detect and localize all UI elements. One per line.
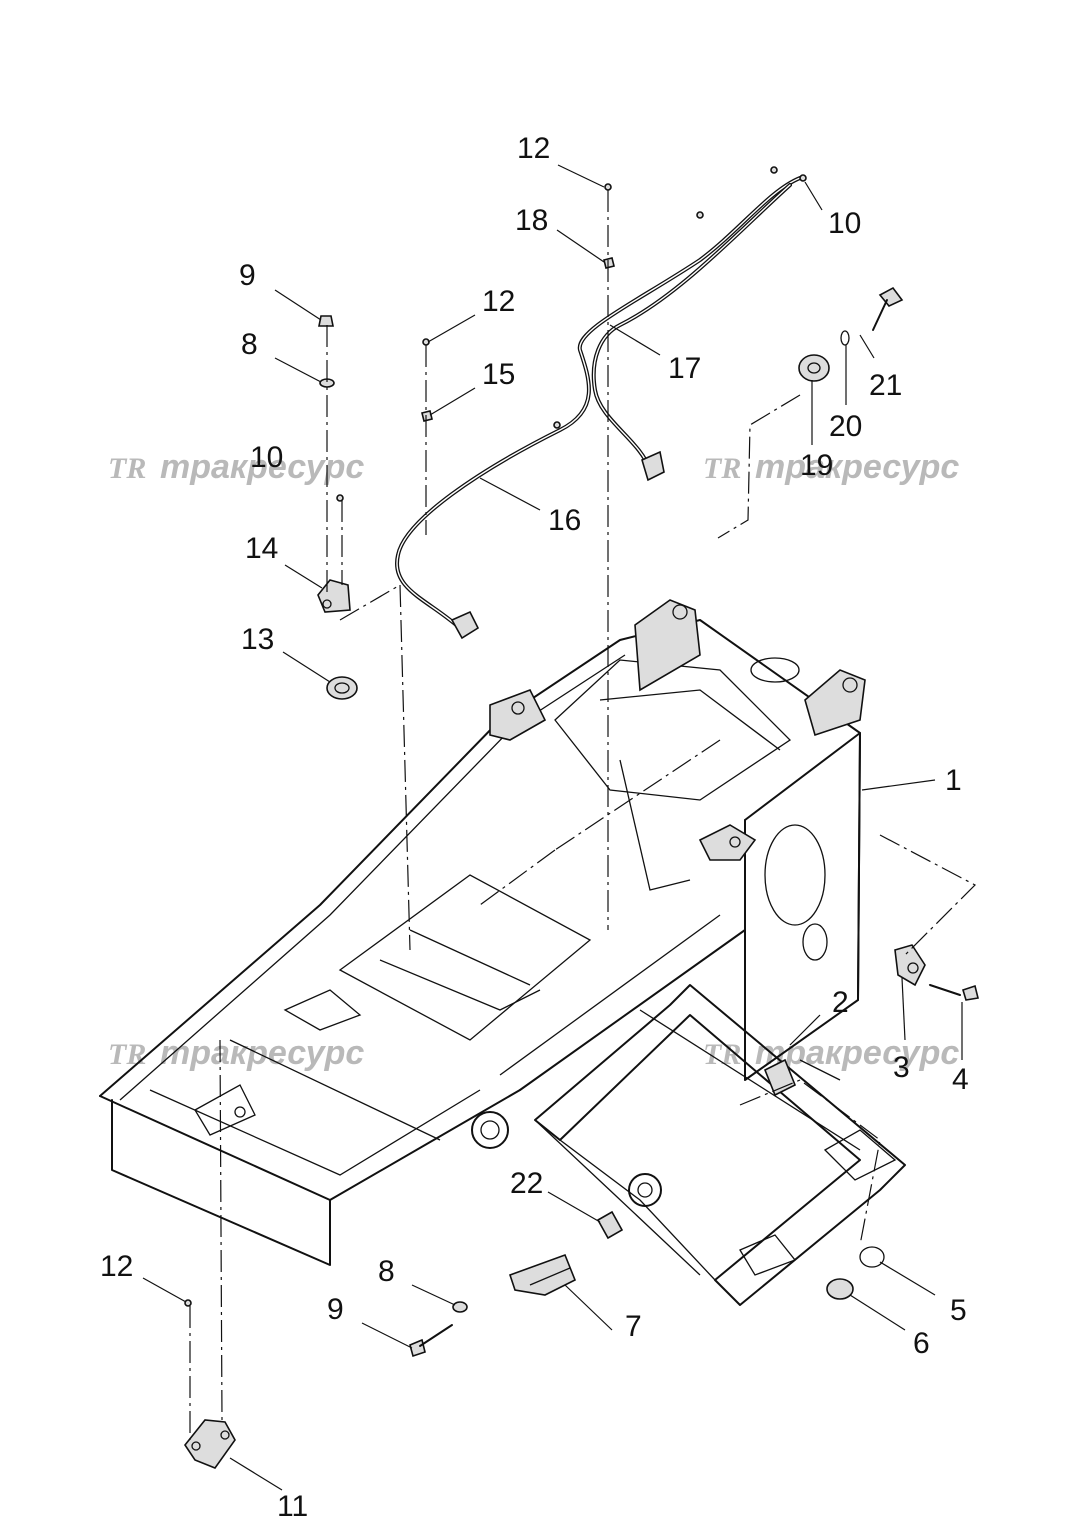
watermark-mid-left: TR тракресурс	[108, 1034, 364, 1072]
callout-14: 14	[245, 532, 278, 565]
callout-4: 4	[952, 1063, 969, 1096]
callout-10-right: 10	[828, 207, 861, 240]
callout-20: 20	[829, 410, 862, 443]
callout-1: 1	[945, 764, 962, 797]
callout-13: 13	[241, 623, 274, 656]
callout-9-bottom: 9	[327, 1293, 344, 1326]
callout-12-top: 12	[517, 132, 550, 165]
callout-17: 17	[668, 352, 701, 385]
svg-text:TR: TR	[108, 1038, 146, 1071]
callout-3: 3	[893, 1051, 910, 1084]
svg-text:тракресурс: тракресурс	[160, 448, 364, 486]
callout-7: 7	[625, 1310, 642, 1343]
callout-21: 21	[869, 369, 902, 402]
callout-15: 15	[482, 358, 515, 391]
watermark-top-right: TR тракресурс	[703, 448, 959, 486]
callout-6: 6	[913, 1327, 930, 1360]
callout-12-mid: 12	[482, 285, 515, 318]
small-parts	[184, 183, 979, 1469]
main-frame	[99, 599, 866, 1266]
callout-11: 11	[277, 1490, 308, 1523]
callout-18: 18	[515, 204, 548, 237]
callout-19: 19	[800, 449, 833, 482]
leader-lines	[142, 164, 963, 1491]
assembly-lines	[189, 190, 977, 1440]
svg-text:TR: TR	[108, 452, 146, 485]
svg-text:тракресурс: тракресурс	[755, 1034, 959, 1072]
callout-10-left: 10	[250, 441, 283, 474]
svg-text:TR: TR	[703, 452, 741, 485]
watermark-mid-right: TR тракресурс	[703, 1034, 959, 1072]
watermark-top-left: TR тракресурс	[108, 448, 364, 486]
svg-text:тракресурс: тракресурс	[755, 448, 959, 486]
callout-5: 5	[950, 1294, 967, 1327]
hose-17	[591, 183, 792, 472]
callout-16: 16	[548, 504, 581, 537]
hose-16	[394, 176, 802, 632]
callout-8-top: 8	[241, 328, 258, 361]
callout-2: 2	[832, 986, 849, 1019]
callout-9-top: 9	[239, 259, 256, 292]
callout-12-bottom: 12	[100, 1250, 133, 1283]
swing-arm	[534, 984, 906, 1306]
callouts: 1 2 3 4 5 6 7 8 8 9 9 10 10 11 12 12 12 …	[100, 132, 969, 1523]
callout-8-bottom: 8	[378, 1255, 395, 1288]
callout-22: 22	[510, 1167, 543, 1200]
hose-fittings	[450, 166, 807, 640]
svg-text:тракресурс: тракресурс	[160, 1034, 364, 1072]
